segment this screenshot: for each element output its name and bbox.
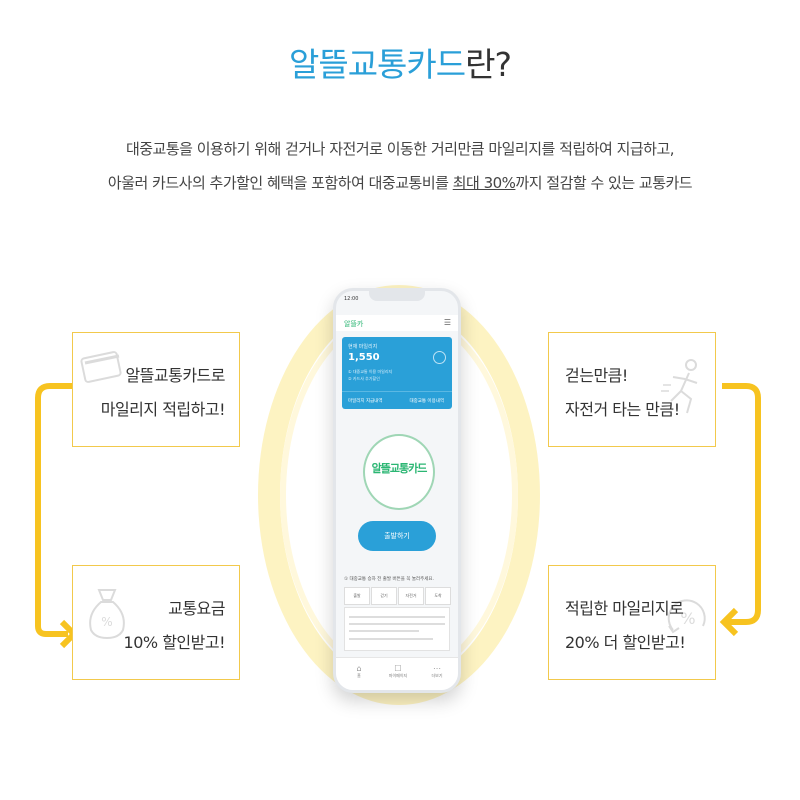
nav-mypage-label: 마이페이지 [388,673,408,678]
svg-text:%: % [680,609,695,628]
home-icon: ⌂ [356,664,362,673]
card-walk-bike: 걷는만큼! 자전거 타는 만큼! [548,332,716,447]
refresh-icon[interactable] [433,351,446,364]
nav-home[interactable]: ⌂홈 [344,664,374,679]
card-extra-discount: % 적립한 마일리지로 20% 더 할인받고! [548,565,716,680]
card-text-line1: 알뜰교통카드로 [125,366,225,385]
step-tab[interactable]: 걷기 [371,587,397,605]
app-header: 알뜰카 ☰ [336,315,458,331]
trip-steps: 출발 걷기 자전거 도착 [344,587,451,605]
money-bag-icon: % [89,589,125,640]
mileage-info-1: ① 대중교통 이용 마일리지 [348,369,393,374]
step-tab[interactable]: 도착 [425,587,451,605]
badge-text: 알뜰교통카드 [371,462,428,475]
description-line2-post: 까지 절감할 수 있는 교통카드 [515,174,693,192]
card-text-line2: 마일리지 적립하고! [100,400,226,419]
mileage-info-2: ② 카드사 추가할인 [348,376,380,381]
page-title: 알뜰교통카드란? [0,38,800,86]
nav-more-label: 더보기 [431,673,443,678]
mileage-history-button[interactable]: 마일리지 지급내역 [348,399,383,404]
description-emphasis: 최대 30% [452,174,516,192]
card-text-line1: 적립한 마일리지로 [565,599,684,618]
mileage-panel: 현재 마일리지 1,550 ① 대중교통 이용 마일리지 ② 카드사 추가할인 … [342,337,452,409]
percent-discount-icon: % [667,599,706,634]
mileage-label: 현재 마일리지 [348,344,378,350]
credit-card-icon [80,351,122,383]
card-mileage-earn: 알뜰교통카드로 마일리지 적립하고! [72,332,240,447]
menu-icon[interactable]: ☰ [443,318,451,327]
step-tab[interactable]: 자전거 [398,587,424,605]
start-button[interactable]: 출발하기 [358,521,436,551]
card-text-line1: 교통요금 [168,599,225,618]
title-rest: 란? [465,45,512,84]
phone-status-time: 12:00 [344,296,359,302]
more-icon: ⋯ [433,664,441,673]
phone-notch [369,291,425,301]
bottom-nav: ⌂홈 ☐마이페이지 ⋯더보기 [336,657,458,690]
running-person-icon [661,359,698,414]
step-tab[interactable]: 출발 [344,587,370,605]
description-line1: 대중교통을 이용하기 위해 걷거나 자전거로 이동한 거리만큼 마일리지를 적립… [125,140,675,158]
card-fare-discount: % 교통요금 10% 할인받고! [72,565,240,680]
start-notice: ① 대중교통 승차 전 출발 버튼을 꼭 눌러주세요. [344,577,434,582]
user-icon: ☐ [394,664,402,673]
nav-home-label: 홈 [357,673,361,678]
card-text-line1: 걷는만큼! [565,366,628,385]
phone-mockup: 12:00 알뜰카 ☰ 현재 마일리지 1,550 ① 대중교통 이용 마일리지… [333,288,461,693]
description-line2-pre: 아울러 카드사의 추가할인 혜택을 포함하여 대중교통비를 [107,174,453,192]
title-highlight: 알뜰교통카드 [288,45,466,84]
description-line2: 아울러 카드사의 추가할인 혜택을 포함하여 대중교통비를 최대 30%까지 절… [0,166,800,200]
nav-more[interactable]: ⋯더보기 [422,664,452,679]
svg-text:%: % [101,615,112,629]
mileage-actions: 마일리지 지급내역 대중교통 이용내역 [342,391,452,409]
description: 대중교통을 이용하기 위해 걷거나 자전거로 이동한 거리만큼 마일리지를 적립… [0,132,800,200]
card-text-line2: 10% 할인받고! [123,633,226,652]
transit-history-button[interactable]: 대중교통 이용내역 [409,399,444,404]
right-arrow-icon [719,383,761,637]
info-box [344,607,450,651]
card-text-line2: 20% 더 할인받고! [565,633,686,652]
nav-mypage[interactable]: ☐마이페이지 [383,664,413,679]
card-text-line2: 자전거 타는 만큼! [565,400,680,419]
left-arrow-icon [35,383,78,649]
card-logo-badge: 알뜰교통카드 [363,434,435,510]
mileage-value: 1,550 [348,352,380,363]
app-logo: 알뜰카 [344,320,364,328]
